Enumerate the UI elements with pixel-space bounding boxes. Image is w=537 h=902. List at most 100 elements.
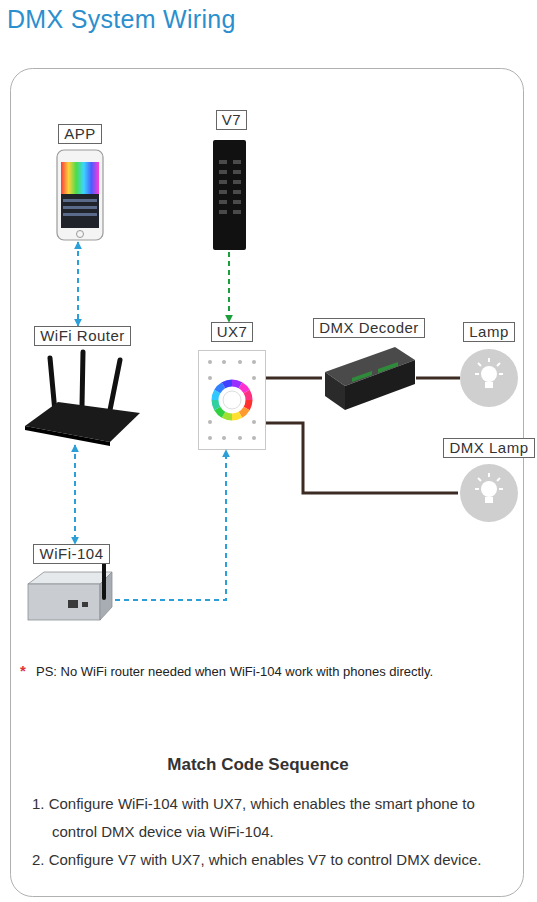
phone-body: [57, 150, 103, 240]
lamp-circle: [460, 464, 518, 522]
remote-button: [219, 190, 227, 194]
device-node: UX7: [198, 322, 266, 450]
device-label: WiFi-104: [33, 544, 109, 564]
bulb-ray: [478, 478, 481, 481]
ethernet-port: [68, 600, 78, 608]
bulb-base: [485, 382, 493, 388]
bulb-glass: [481, 481, 497, 497]
remote-button: [233, 160, 241, 164]
section-heading: Match Code Sequence: [108, 754, 408, 776]
device-node: V7: [212, 110, 251, 252]
phone-button: [77, 231, 84, 238]
device-node: DMX Lamp: [458, 438, 520, 523]
device-label: DMX Decoder: [313, 318, 425, 338]
bulb-ray: [499, 488, 503, 490]
panel-key: [222, 436, 226, 440]
router-body: [25, 402, 140, 442]
remote-button: [219, 210, 227, 214]
device-label: DMX Lamp: [443, 438, 534, 458]
device-label: UX7: [211, 322, 254, 342]
wheel-center: [223, 391, 241, 409]
panel-key: [208, 420, 212, 424]
remote-button: [233, 190, 241, 194]
phone-screen: [61, 162, 99, 228]
panel-key: [238, 360, 242, 364]
frame: [11, 69, 524, 897]
router-antenna: [82, 352, 83, 406]
color-wheel: [209, 377, 255, 423]
note-text: PS: No WiFi router needed when WiFi-104 …: [36, 663, 516, 681]
bulb-glass: [481, 366, 497, 382]
router-antenna: [50, 358, 55, 412]
terminal-block: [352, 371, 372, 382]
list-item: 2. Configure V7 with UX7, which enables …: [32, 846, 517, 874]
router-antenna: [110, 360, 120, 410]
remote-button: [219, 200, 227, 204]
device-node: Lamp: [460, 322, 518, 408]
device-node: DMX Decoder: [322, 318, 416, 412]
note-mark: *: [20, 661, 34, 681]
panel-key: [252, 376, 256, 380]
bulb-ray: [478, 363, 481, 366]
panel-key: [208, 376, 212, 380]
panel-key: [252, 420, 256, 424]
wheel-segment: [209, 377, 255, 423]
lamp-circle: [460, 349, 518, 407]
panel-key: [238, 436, 242, 440]
panel-body: [199, 351, 266, 450]
wheel-segment: [209, 377, 255, 423]
wheel-segment: [209, 377, 255, 423]
box-antenna: [102, 562, 106, 598]
bulb-ray: [475, 488, 479, 490]
wheel-segment: [209, 377, 255, 423]
device-node: WiFi Router: [25, 326, 140, 445]
phone-screen-bar: [63, 213, 97, 216]
phone-screen-bar: [63, 206, 97, 209]
wheel-segment: [209, 377, 255, 423]
bulb-ray: [499, 373, 503, 375]
wireless-link: [228, 252, 230, 322]
remote-button: [233, 170, 241, 174]
bulb-ray: [488, 473, 490, 477]
panel-key: [208, 360, 212, 364]
remote-button: [219, 160, 227, 164]
remote-body: [213, 140, 246, 250]
wheel-segment: [209, 377, 255, 423]
wireless-link: [77, 242, 79, 326]
remote-buttons: [219, 160, 241, 214]
phone-screen-colors: [61, 162, 99, 194]
wheel-segment: [209, 377, 255, 423]
bulb-ray: [497, 478, 500, 481]
decoder-side: [325, 372, 345, 410]
device-label: Lamp: [463, 322, 515, 342]
bulb-ray: [475, 373, 479, 375]
dmx-wire: [416, 377, 460, 380]
panel-key: [222, 360, 226, 364]
bulb-base: [485, 497, 493, 503]
panel-key: [252, 436, 256, 440]
wheel-segment: [209, 377, 255, 423]
dmx-wire: [266, 377, 322, 380]
list-item: 1. Configure WiFi-104 with UX7, which en…: [32, 790, 517, 846]
device-label: WiFi Router: [34, 326, 131, 346]
device-label: APP: [58, 124, 102, 144]
page-title: DMX System Wiring: [7, 5, 236, 34]
device-node: WiFi-104: [28, 544, 115, 622]
bulb-icon: [475, 473, 503, 503]
panel-keys: [208, 360, 256, 440]
bulb-icon: [475, 358, 503, 388]
device-node: APP: [52, 124, 108, 242]
device-label: V7: [216, 110, 247, 130]
remote-button: [233, 200, 241, 204]
wireless-link: [115, 450, 226, 600]
remote-button: [219, 180, 227, 184]
terminal-block: [378, 362, 398, 373]
power-port: [82, 602, 88, 607]
wireless-link: [74, 445, 76, 544]
decoder-front: [345, 360, 415, 410]
remote-button: [233, 180, 241, 184]
router-edge: [25, 426, 110, 446]
bulb-ray: [497, 363, 500, 366]
panel-key: [208, 436, 212, 440]
